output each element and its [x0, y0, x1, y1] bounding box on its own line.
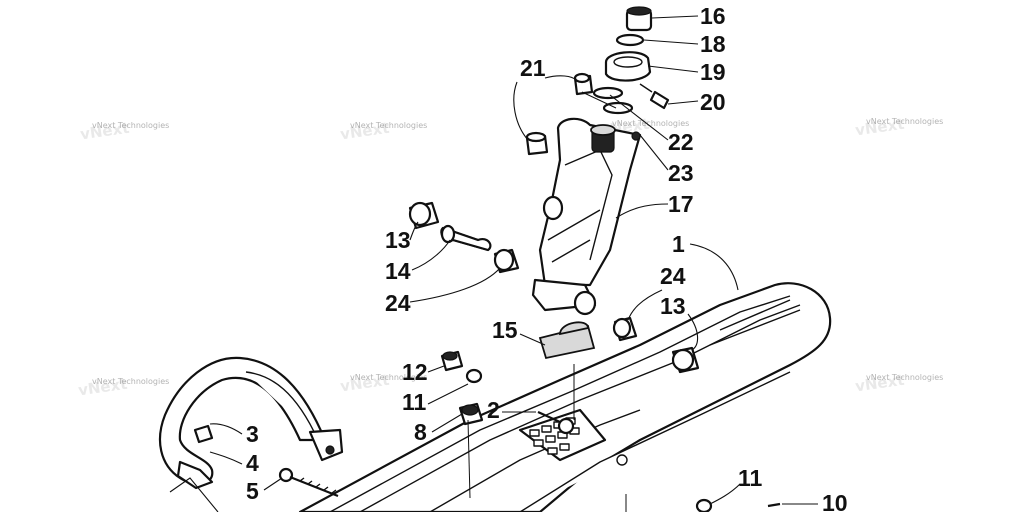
svg-text:vNext Technologies: vNext Technologies — [866, 117, 943, 126]
bolt-5 — [278, 467, 339, 498]
bushing-24-right — [612, 316, 638, 342]
callout-22: 22 — [668, 129, 694, 155]
watermark-7: vNext vNext Technologies — [854, 371, 943, 396]
pin-4 — [193, 424, 214, 444]
watermark-1: vNext vNext Technologies — [79, 119, 169, 144]
callout-17: 17 — [668, 191, 694, 217]
callouts: 16 18 19 20 21 22 23 17 1 13 14 24 24 13… — [246, 3, 848, 512]
callout-12: 12 — [402, 359, 428, 385]
wear-pad-15 — [538, 321, 596, 360]
svg-text:vNext Technologies: vNext Technologies — [350, 373, 427, 382]
callout-21: 21 — [520, 55, 546, 81]
left-bushings — [408, 201, 520, 274]
spindle-part — [531, 117, 642, 316]
svg-text:vNext Technologies: vNext Technologies — [866, 373, 943, 382]
callout-8: 8 — [414, 419, 427, 445]
right-bushings — [612, 316, 700, 374]
callout-18: 18 — [700, 31, 726, 57]
callout-13-right: 13 — [660, 293, 686, 319]
washer-11 — [465, 368, 483, 384]
callout-23: 23 — [668, 160, 694, 186]
callout-16: 16 — [700, 3, 726, 29]
svg-text:vNext Technologies: vNext Technologies — [92, 121, 169, 130]
watermark-4: vNext vNext Technologies — [77, 375, 169, 400]
bushing-13-left — [408, 201, 440, 230]
svg-text:vNext Technologies: vNext Technologies — [612, 119, 689, 128]
callout-2: 2 — [487, 397, 500, 423]
callout-4: 4 — [246, 450, 259, 476]
callout-19: 19 — [700, 59, 726, 85]
washer-18 — [615, 33, 645, 47]
callout-3: 3 — [246, 421, 259, 447]
top-hardware — [525, 6, 670, 156]
washer-11-lower — [695, 498, 713, 512]
svg-text:vNext Technologies: vNext Technologies — [350, 121, 427, 130]
callout-10: 10 — [822, 490, 848, 512]
callout-15: 15 — [492, 317, 518, 343]
callout-5: 5 — [246, 478, 259, 504]
tube-14 — [440, 224, 492, 252]
bolt-10 — [767, 502, 781, 508]
callout-11-upper: 11 — [402, 389, 427, 415]
callout-24-right: 24 — [660, 263, 686, 289]
callout-24-left: 24 — [385, 290, 411, 316]
callout-14: 14 — [385, 258, 411, 284]
callout-13-left: 13 — [385, 227, 411, 253]
bolt-20 — [639, 83, 670, 110]
small-hardware — [193, 350, 781, 512]
callout-1: 1 — [672, 231, 685, 257]
nut-12 — [440, 350, 464, 372]
bushing-24-left — [493, 248, 520, 274]
clamp-19 — [604, 51, 652, 82]
leader-lines — [169, 15, 818, 512]
svg-text:vNext Technologies: vNext Technologies — [92, 377, 169, 386]
watermark-2: vNext vNext Technologies — [339, 119, 427, 144]
callout-20: 20 — [700, 89, 726, 115]
bushing-13-right — [671, 346, 700, 374]
bolt-2 — [537, 410, 575, 435]
callout-11-lower: 11 — [738, 465, 763, 491]
ski-hole — [616, 454, 628, 466]
watermark-3: vNext vNext Technologies — [854, 115, 943, 140]
cap-16 — [625, 6, 653, 32]
nut-8 — [458, 402, 484, 426]
ski-loop-part — [158, 356, 344, 490]
